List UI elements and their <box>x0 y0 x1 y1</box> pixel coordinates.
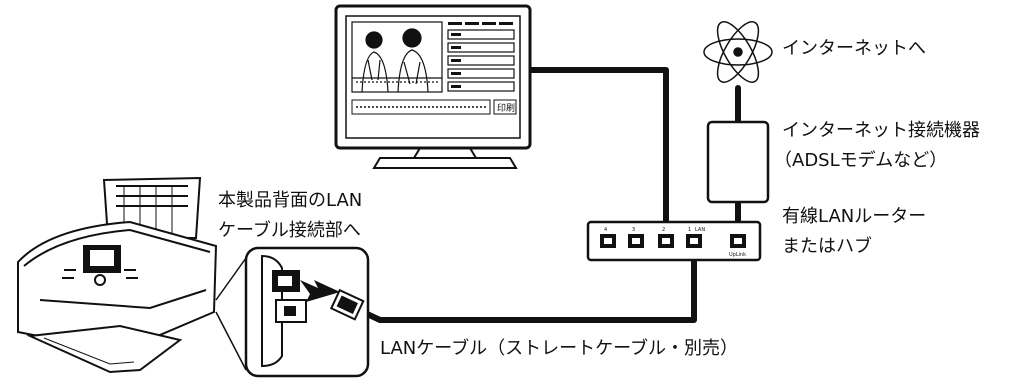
internet-icon <box>703 21 773 83</box>
tv-to-router-cable <box>527 67 669 239</box>
lan-connector-closeup <box>215 246 370 378</box>
television: 印刷 <box>334 4 532 169</box>
modem-label-line1: インターネット接続機器 <box>782 120 980 141</box>
printer-label-line2: ケーブル接続部へ <box>218 220 361 241</box>
router-port-4 <box>600 234 616 248</box>
router-device: 4 3 2 1 LAN UpLink <box>586 220 762 262</box>
router-port-label-uplink: UpLink <box>729 252 746 258</box>
router-port-label-2: 2 <box>662 227 665 233</box>
tv-screen-list <box>447 22 515 92</box>
router-label-line2: またはハブ <box>782 236 872 257</box>
router-port-label-lan: LAN <box>695 227 705 233</box>
internet-label: インターネットへ <box>782 38 926 59</box>
router-port-uplink <box>730 234 746 248</box>
router-to-printer-cable <box>347 253 697 323</box>
router-label-line1: 有線LANルーター <box>782 206 927 227</box>
router-port-label-4: 4 <box>604 227 607 233</box>
router-port-1 <box>686 234 702 248</box>
router-port-2 <box>658 234 674 248</box>
tv-print-button-label: 印刷 <box>497 102 515 114</box>
modem-device <box>706 120 770 204</box>
lan-cable-label: LANケーブル（ストレートケーブル・別売） <box>380 338 739 359</box>
modem-label-line2: （ADSLモデムなど） <box>774 150 948 171</box>
router-port-label-1: 1 <box>688 227 691 233</box>
router-port-label-3: 3 <box>632 227 635 233</box>
tv-screen-photo <box>351 21 443 93</box>
printer-label-line1: 本製品背面のLAN <box>218 190 363 211</box>
printer <box>17 176 218 374</box>
router-port-3 <box>628 234 644 248</box>
tv-screen-bottom-bar: 印刷 <box>351 99 517 115</box>
